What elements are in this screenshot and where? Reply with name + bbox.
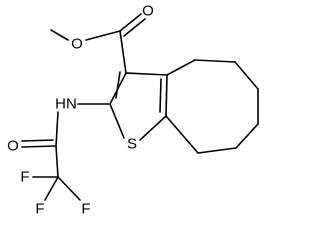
bond-ring-1 bbox=[166, 59, 196, 76]
bond-amide-c-o-double-b bbox=[21, 139, 54, 142]
bond-cf3-f-bottom-right bbox=[57, 176, 81, 201]
bond-c2-s bbox=[109, 103, 125, 139]
bond-c3-c2-double-b bbox=[115, 71, 121, 99]
atom-f-bottom-left: F bbox=[35, 201, 44, 218]
atom-amide-o: O bbox=[7, 138, 19, 155]
bond-amide-c-o-double-a bbox=[21, 145, 57, 148]
bond-s-c7a bbox=[139, 115, 167, 141]
bond-c3a-c3 bbox=[125, 72, 168, 76]
atom-labels: O O HN S O F F F bbox=[7, 3, 154, 218]
atom-f-left: F bbox=[20, 169, 29, 186]
atom-ester-o: O bbox=[71, 36, 83, 53]
bond-amide-c-cf3 bbox=[55, 145, 59, 178]
bond-c7a-c3a-double-a bbox=[165, 74, 168, 117]
bonds bbox=[21, 13, 259, 201]
bond-methyl-o bbox=[50, 29, 69, 41]
bond-o-carbonyl-c bbox=[85, 30, 121, 41]
bond-carbonyl-c-c3 bbox=[119, 30, 127, 74]
bond-ring-3 bbox=[234, 61, 259, 90]
bond-c7a-c3a-double-b bbox=[159, 78, 162, 113]
atom-carbonyl-o-top: O bbox=[142, 3, 154, 20]
bond-carbonyl-c-o-double-b bbox=[123, 18, 146, 37]
atom-thiophene-s: S bbox=[127, 136, 137, 153]
atom-nh: HN bbox=[55, 96, 77, 113]
bond-ring-2 bbox=[194, 59, 236, 63]
bond-ring-7 bbox=[165, 115, 199, 154]
chemical-structure: O O HN S O F F F bbox=[7, 3, 259, 218]
bond-cf3-f-bottom-left bbox=[44, 176, 59, 201]
bond-carbonyl-c-o-double-a bbox=[119, 13, 142, 32]
bond-n-amide-c bbox=[55, 111, 59, 147]
bond-ring-6 bbox=[197, 147, 237, 154]
bond-ring-5 bbox=[235, 123, 259, 149]
atom-f-bottom-right: F bbox=[81, 201, 90, 218]
